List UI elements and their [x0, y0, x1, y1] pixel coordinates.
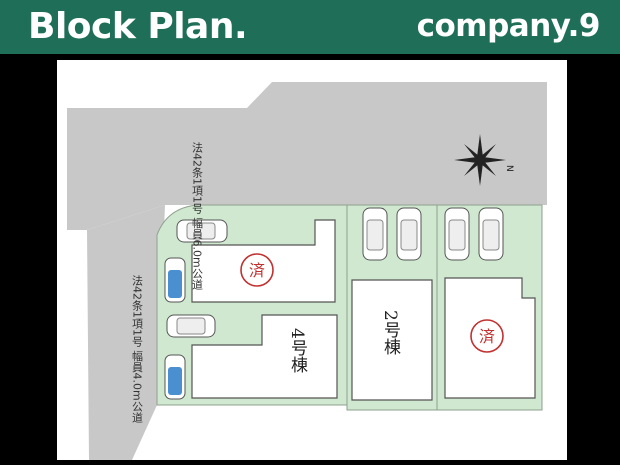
- north-mark: N: [504, 165, 514, 172]
- lot-2-label: 2号棟: [380, 310, 401, 355]
- car-icon: [396, 207, 422, 261]
- block-plan-diagram: N 済 済 法42条1項1号 幅員6.0m公道 法42条1項1号 幅員4.0m公…: [67, 82, 547, 460]
- west-road: [87, 205, 165, 460]
- svg-text:済: 済: [249, 261, 265, 280]
- building-lot-right: [444, 277, 536, 399]
- lot-4-label: 4号棟: [287, 328, 308, 373]
- compass-icon: [454, 134, 506, 186]
- car-icon: [478, 207, 504, 261]
- west-road-label: 法42条1項1号 幅員4.0m公道: [131, 274, 144, 423]
- north-road-label: 法42条1項1号 幅員6.0m公道: [191, 141, 204, 290]
- car-icon: [362, 207, 388, 261]
- sold-mark-right: 済: [470, 319, 504, 353]
- building-lot-4: [191, 314, 338, 399]
- svg-text:済: 済: [479, 327, 495, 346]
- block-plan: N 済 済 法42条1項1号 幅員6.0m公道 法42条1項1号 幅員4.0m公…: [57, 60, 567, 460]
- page-title: Block Plan.: [28, 6, 248, 47]
- building-lot-2: [351, 279, 433, 401]
- sold-mark-upper-left: 済: [240, 253, 274, 287]
- car-icon: [164, 354, 186, 400]
- header-banner: Block Plan. company.9: [0, 0, 620, 54]
- company-name: company.9: [416, 8, 601, 44]
- building-upper-left: [191, 219, 336, 303]
- car-icon: [166, 314, 216, 338]
- car-icon: [176, 219, 228, 243]
- car-icon: [164, 257, 186, 303]
- car-icon: [444, 207, 470, 261]
- north-road: [67, 82, 547, 230]
